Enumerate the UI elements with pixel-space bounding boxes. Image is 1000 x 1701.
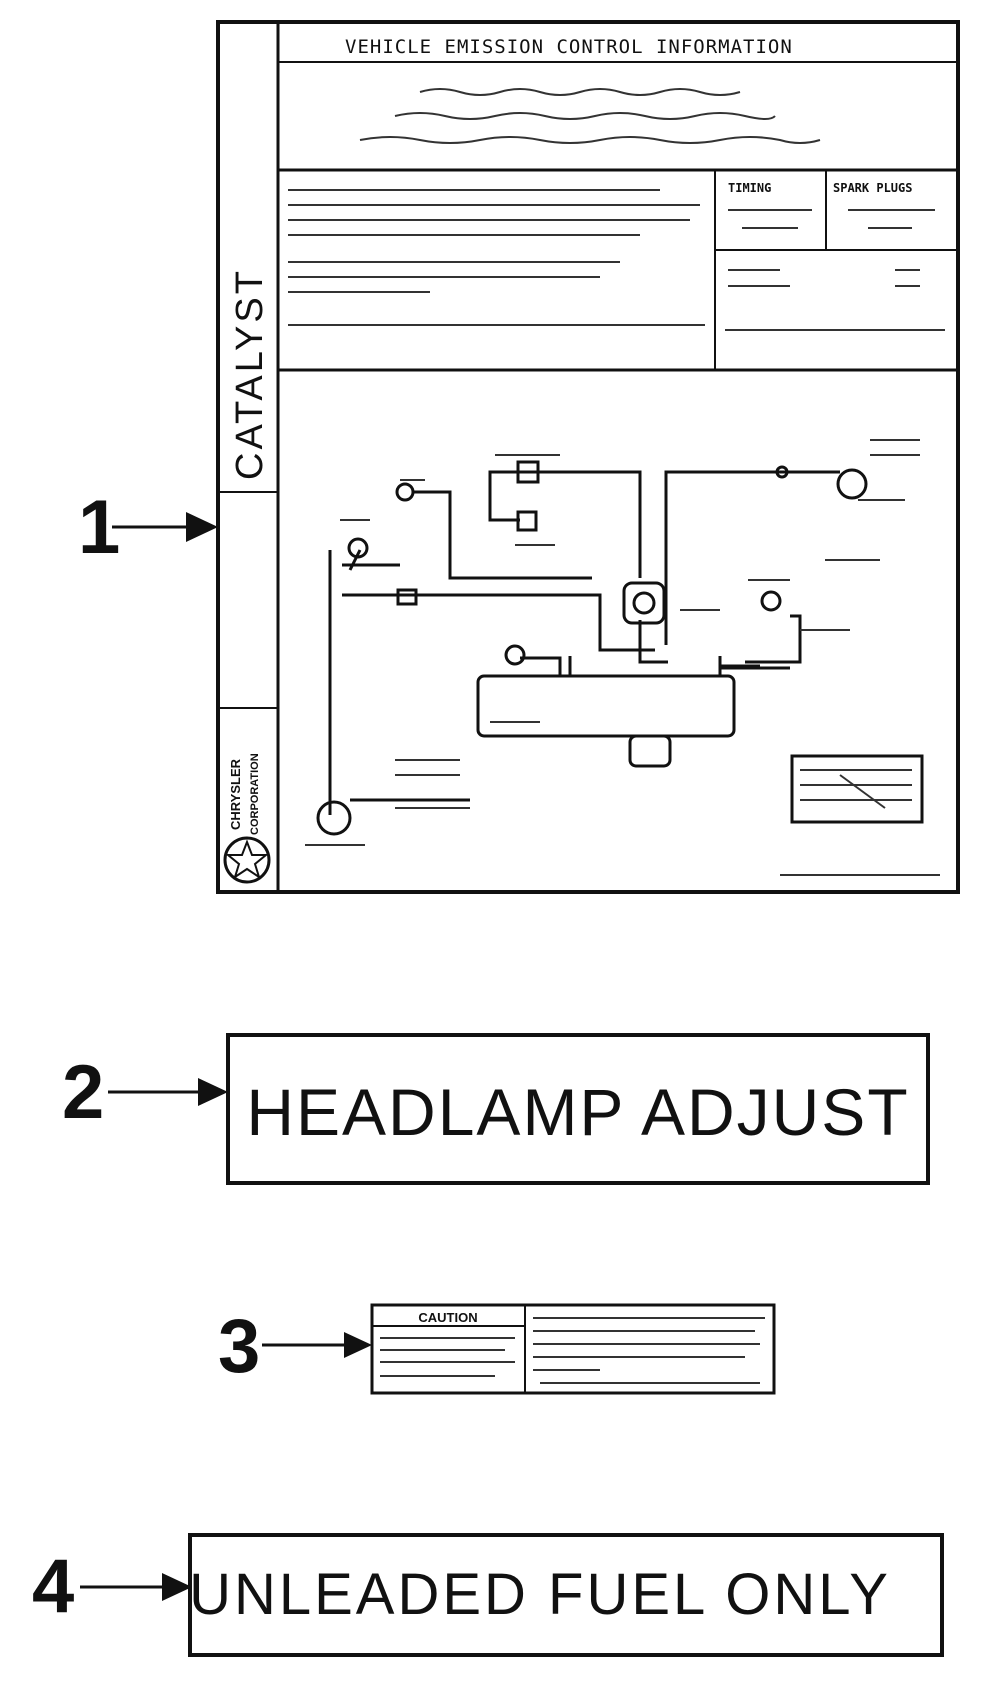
spec-plugs-heading: SPARK PLUGS [833,181,912,195]
instruction-text-block [288,189,705,326]
callout-1: 1 [78,485,218,570]
callout-4: 4 [32,1544,192,1629]
pentastar-icon [223,836,271,884]
unleaded-fuel-text: UNLEADED FUEL ONLY [189,1562,891,1627]
arrow-right-icon [162,1573,192,1601]
headlamp-adjust-label: HEADLAMP ADJUST [226,1033,930,1185]
headlamp-adjust-text: HEADLAMP ADJUST [246,1075,909,1149]
caution-label: CAUTION [370,1303,776,1395]
intro-text-block [359,88,821,144]
schematic-labels [305,439,940,876]
catalyst-side-text: CATALYST [229,268,271,480]
air-cleaner [476,674,736,738]
spec-timing-heading: TIMING [728,181,771,195]
caution-text-block [380,1317,765,1384]
vacuum-switch [836,468,868,500]
arrow-right-icon [344,1332,372,1358]
callout-3: 3 [218,1304,372,1389]
callout-number-4: 4 [32,1544,74,1629]
caution-title: CAUTION [418,1310,477,1325]
emission-label-header: VEHICLE EMISSION CONTROL INFORMATION [345,36,793,58]
callout-2: 2 [62,1050,228,1135]
arrow-right-icon [186,512,218,542]
callout-number-2: 2 [62,1050,104,1135]
canister [316,800,352,836]
unleaded-fuel-label: UNLEADED FUEL ONLY [188,1533,944,1657]
legend-box [790,754,924,824]
spec-values [725,209,945,331]
vacuum-hose-schematic [316,460,868,836]
brand-line-2: CORPORATION [249,753,261,835]
emission-label-border [216,20,960,894]
egr-valve [622,581,666,625]
callout-number-3: 3 [218,1304,260,1389]
emission-control-label: CATALYST CHRYSLER CORPORATION VEHICLE EM… [216,20,960,894]
arrow-right-icon [198,1078,228,1106]
brand-line-1: CHRYSLER [228,758,243,830]
